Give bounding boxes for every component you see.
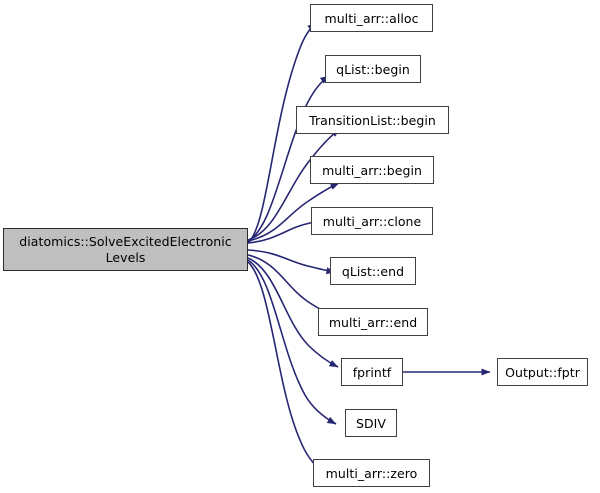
callee-node-qend[interactable]: qList::end [330,257,416,285]
edge-group [247,22,491,472]
node-label: Output::fptr [505,364,580,380]
callee-node-clone[interactable]: multi_arr::clone [311,207,433,235]
callee-node-mabegin[interactable]: multi_arr::begin [310,156,434,184]
node-label: qList::end [341,263,405,279]
callee-node-fprintf[interactable]: fprintf [341,358,403,386]
callee-node-zero[interactable]: multi_arr::zero [313,459,430,487]
callee-node-alloc[interactable]: multi_arr::alloc [310,4,433,32]
graph-edge-src-to-sdiv [247,259,337,425]
node-label: multi_arr::clone [322,213,422,229]
graph-edge-src-to-mabegin [247,182,340,242]
node-label: diatomics::SolveExcitedElectronic Levels [19,233,232,265]
node-label: multi_arr::alloc [324,10,419,26]
node-label: fprintf [352,364,392,380]
callee-node-maend[interactable]: multi_arr::end [318,308,428,336]
node-label: qList::begin [336,61,410,77]
node-label: multi_arr::zero [325,465,418,481]
node-label: multi_arr::end [328,314,418,330]
graph-edge-src-to-tlbegin [247,128,341,241]
source-node-src[interactable]: diatomics::SolveExcitedElectronic Levels [3,228,248,271]
callee-node-fptr[interactable]: Output::fptr [497,358,588,386]
graph-edge-src-to-zero [247,261,323,472]
node-label: SDIV [356,415,386,431]
node-label: TransitionList::begin [309,112,436,128]
callee-node-tlbegin[interactable]: TransitionList::begin [296,106,449,134]
callee-node-qbegin[interactable]: qList::begin [325,55,421,83]
callee-node-sdiv[interactable]: SDIV [345,409,397,437]
node-label: multi_arr::begin [322,162,422,178]
graph-edge-src-to-qend [247,249,336,275]
graph-edge-src-to-alloc [247,22,317,244]
graph-edge-src-to-fprintf [247,257,339,368]
